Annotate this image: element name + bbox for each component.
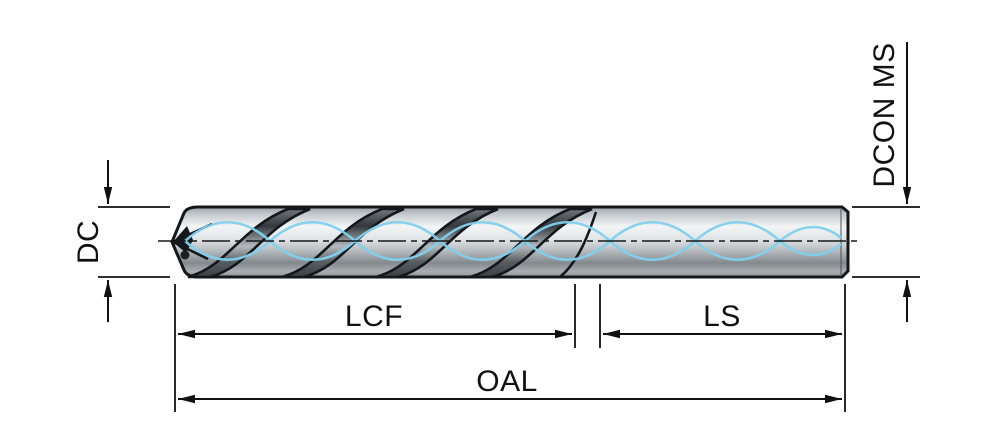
drill	[158, 205, 862, 279]
dcon-dimension: DCON MS	[852, 42, 920, 322]
chisel-edge	[173, 226, 193, 253]
lcf-dimension: LCF	[174, 284, 576, 412]
dcon-label: DCON MS	[868, 42, 901, 187]
drill-body	[170, 205, 850, 279]
dimensions: DC DCON MS LCF LS OAL	[72, 42, 920, 412]
flute-band	[469, 207, 593, 279]
dc-label: DC	[72, 220, 105, 264]
flute-runout-edge	[559, 211, 598, 278]
oal-dimension: OAL	[178, 284, 846, 412]
oal-label: OAL	[476, 365, 538, 398]
lcf-label: LCF	[345, 300, 403, 333]
ls-label: LS	[703, 300, 741, 333]
ls-dimension: LS	[599, 284, 842, 348]
point-dark-spot	[180, 250, 190, 260]
dc-dimension: DC	[72, 160, 170, 322]
